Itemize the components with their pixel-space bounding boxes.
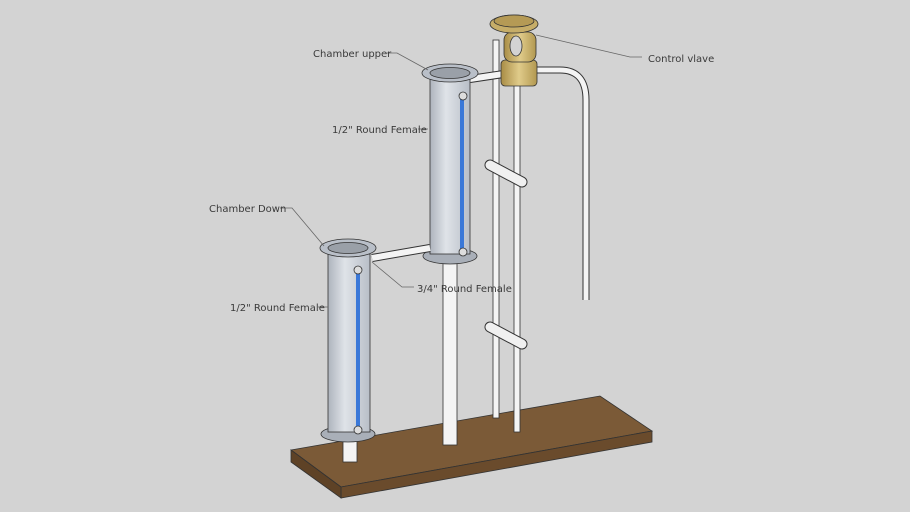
label-lower-half-inch-female: 1/2" Round Female xyxy=(230,303,325,314)
control-valve xyxy=(489,14,539,87)
label-chamber-down: Chamber Down xyxy=(209,204,286,215)
support-pipes xyxy=(484,39,590,433)
wooden-base xyxy=(290,395,654,499)
label-control-valve: Control vlave xyxy=(648,54,714,65)
chamber-down xyxy=(319,238,431,463)
label-chamber-upper: Chamber upper xyxy=(313,49,392,60)
label-three-quarter-female: 3/4" Round Female xyxy=(417,284,512,295)
leader-lines xyxy=(280,34,642,308)
label-upper-half-inch-female: 1/2" Round Female xyxy=(332,125,427,136)
